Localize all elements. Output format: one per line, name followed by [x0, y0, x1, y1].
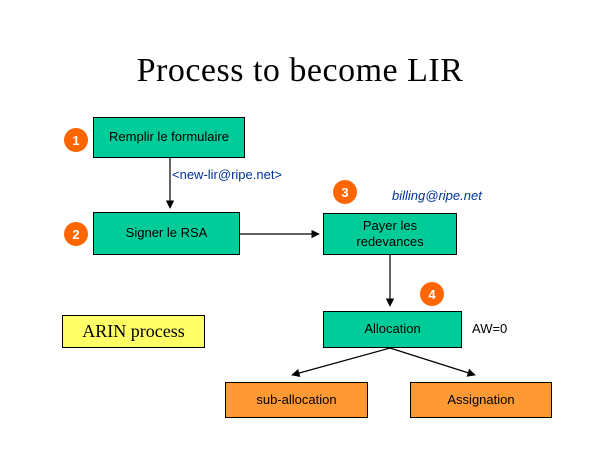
- aw-note: AW=0: [472, 321, 508, 336]
- allocation-box: Allocation: [323, 311, 462, 348]
- sub-allocation-box: sub-allocation: [225, 382, 368, 418]
- step-1-number: 1: [72, 132, 80, 148]
- arin-process-label: ARIN process: [82, 321, 185, 342]
- step-3-box: Payer les redevances: [323, 213, 457, 255]
- slide-title: Process to become LIR: [136, 52, 464, 89]
- sub-allocation-label: sub-allocation: [256, 391, 337, 407]
- step-2-badge: 2: [64, 222, 88, 246]
- step-2-label: Signer le RSA: [125, 225, 208, 241]
- step-1-badge: 1: [64, 128, 88, 152]
- billing-email-label: billing@ripe.net: [392, 188, 482, 203]
- step-3-label-line2: redevances: [356, 234, 424, 249]
- step-3-label-line1: Payer les: [362, 217, 418, 233]
- step-2-number: 2: [72, 226, 80, 242]
- step-4-badge: 4: [420, 282, 444, 306]
- step-3-badge: 3: [333, 180, 357, 204]
- step-4-number: 4: [428, 286, 436, 302]
- new-lir-email-label: <new-lir@ripe.net>: [172, 167, 283, 182]
- allocation-label: Allocation: [364, 321, 421, 337]
- step-1-label: Remplir le formulaire: [109, 129, 229, 145]
- step-2-box: Signer le RSA: [93, 212, 240, 255]
- assignation-label: Assignation: [447, 391, 515, 407]
- step-1-box: Remplir le formulaire: [93, 117, 245, 158]
- arin-process-box: ARIN process: [62, 315, 205, 348]
- step-3-number: 3: [341, 184, 349, 200]
- assignation-box: Assignation: [410, 382, 552, 418]
